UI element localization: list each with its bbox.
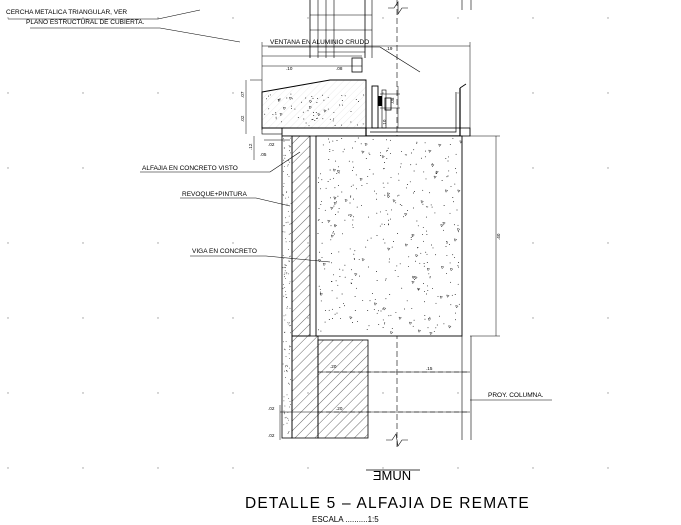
label-ventana: VENTANA EN ALUMINIO CRUDO [270, 39, 369, 46]
dim-05: .05 [260, 152, 267, 157]
dim-20b: .20 [336, 406, 343, 411]
alfajia-cap [261, 79, 471, 137]
dim-10v: .10 [382, 119, 387, 126]
dim-08b: .08 [390, 97, 395, 104]
detail-title: DETALLE 5 – ALFAJIA DE REMATE [245, 495, 530, 512]
dim-19: .19 [386, 46, 393, 51]
dim-15: .15 [426, 366, 433, 371]
dimension-texts: .19 .10 .08 .07 .02 .12 .08 .02 .05 .10 … [240, 46, 501, 438]
label-alfajia: ALFAJIA EN CONCRETO VISTO [142, 165, 238, 172]
dim-02b: .02 [268, 142, 275, 147]
label-cercha-2: PLANO ESTRUCTURAL DE CUBIERTA. [26, 19, 145, 26]
labels: CERCHA METALICA TRIANGULAR, VER PLANO ES… [6, 9, 544, 399]
dim-40: .40 [496, 233, 501, 240]
leader-lines [8, 9, 552, 401]
label-revoque: REVOQUE+PINTURA [182, 191, 247, 198]
window-frame [351, 57, 392, 129]
dim-07: .07 [240, 91, 245, 98]
dim-02c: .02 [268, 406, 275, 411]
label-cercha-1: CERCHA METALICA TRIANGULAR, VER [6, 9, 127, 16]
label-proy-columna: PROY. COLUMNA. [488, 392, 544, 399]
title-block: ƎMUN DETALLE 5 – ALFAJIA DE REMATE ESCAL… [245, 468, 530, 524]
dim-10: .10 [286, 66, 293, 71]
dim-12: .12 [248, 143, 253, 150]
dim-08: .08 [336, 66, 343, 71]
dim-02a: .02 [240, 115, 245, 122]
wall-revoque [281, 135, 369, 439]
label-viga: VIGA EN CONCRETO [192, 248, 257, 255]
concrete-beam [264, 93, 463, 434]
detail-symbol: ƎMUN [373, 468, 411, 483]
dim-02d: .02 [268, 433, 275, 438]
detail-scale: ESCALA ..........1:5 [312, 515, 379, 524]
dim-20: .20 [330, 364, 337, 369]
dimension-lines [245, 42, 500, 440]
